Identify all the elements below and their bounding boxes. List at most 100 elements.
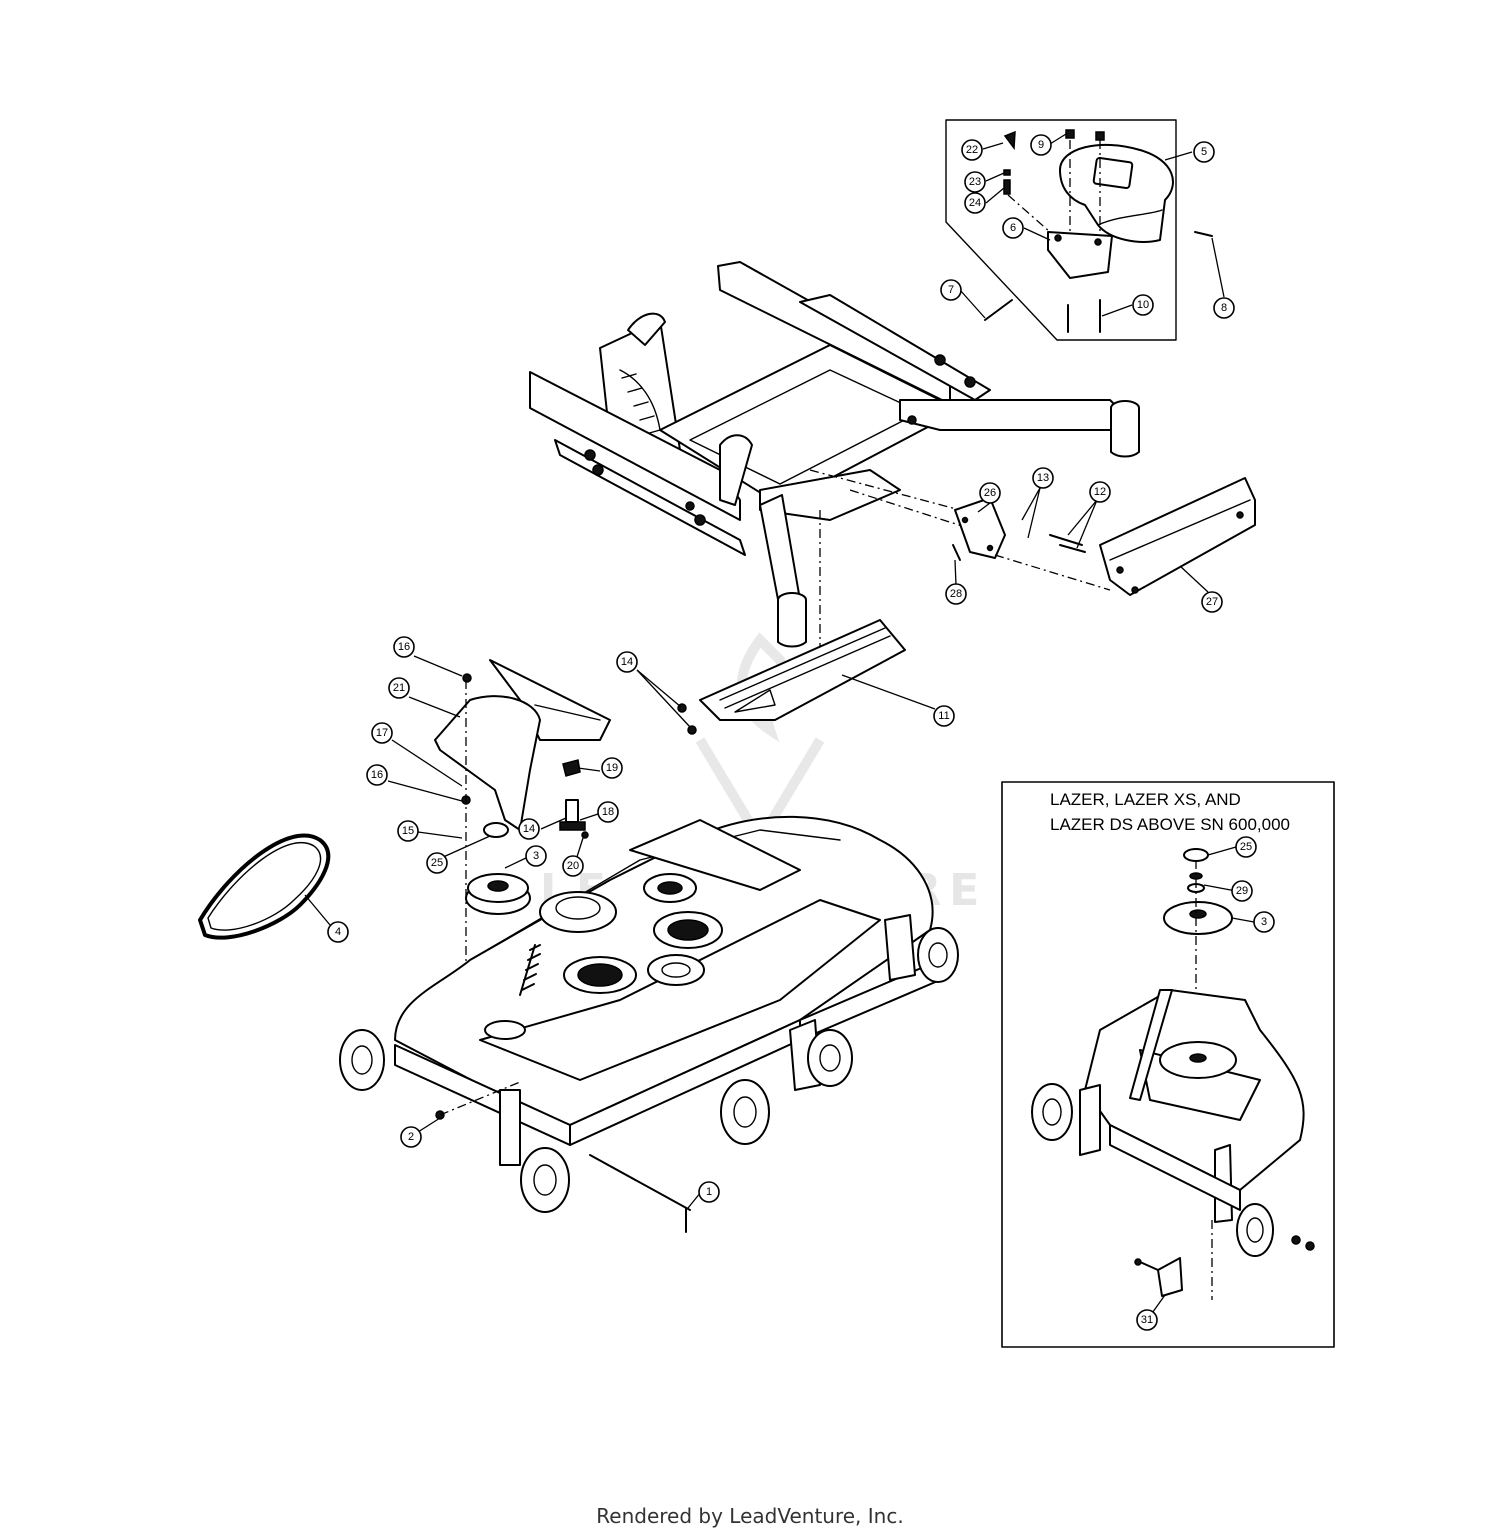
callout-18: 18: [597, 801, 619, 823]
mower-deck: [339, 815, 959, 1233]
callout-circle: [1089, 481, 1111, 503]
callout-23: 23: [964, 171, 986, 193]
callout-label: 14: [523, 823, 535, 835]
callout-circle: [371, 722, 393, 744]
callout-circle: [961, 139, 983, 161]
callout-circle: [1201, 591, 1223, 613]
callout-17: 17: [371, 722, 393, 744]
callout-label: 12: [1094, 486, 1106, 498]
callout-circle: [1193, 141, 1215, 163]
callout-15: 15: [397, 820, 419, 842]
callout-25: 25: [426, 852, 448, 874]
callout-label: 20: [567, 860, 579, 872]
callout-label: 23: [969, 176, 981, 188]
callout-13: 13: [1032, 467, 1054, 489]
callout-circle: [518, 818, 540, 840]
callout-5: 5: [1193, 141, 1215, 163]
callout-label: 9: [1038, 139, 1044, 151]
callout-4: 4: [327, 921, 349, 943]
callout-label: 28: [950, 588, 962, 600]
callout-circle: [601, 757, 623, 779]
callout-26: 26: [979, 482, 1001, 504]
callout-label: 21: [393, 682, 405, 694]
callout-label: 24: [969, 197, 981, 209]
callout-9: 9: [1030, 134, 1052, 156]
callout-25: 25: [1235, 836, 1257, 858]
callout-label: 16: [371, 769, 383, 781]
callout-6: 6: [1002, 217, 1024, 239]
callout-circle: [393, 636, 415, 658]
callout-label: 4: [335, 926, 341, 938]
callout-circle: [964, 192, 986, 214]
seat-bracket-inset: [945, 119, 1213, 341]
inset-caption-line1: LAZER, LAZER XS, AND: [1050, 790, 1241, 809]
footer-credit: Rendered by LeadVenture, Inc.: [596, 1504, 904, 1528]
callout-14: 14: [518, 818, 540, 840]
callout-circle: [1235, 836, 1257, 858]
idler-hardware: [483, 759, 589, 839]
callout-2: 2: [400, 1126, 422, 1148]
callout-circle: [1032, 467, 1054, 489]
callout-circle: [1231, 880, 1253, 902]
callout-29: 29: [1231, 880, 1253, 902]
callout-circle: [616, 651, 638, 673]
callout-label: 13: [1037, 472, 1049, 484]
callout-label: 18: [602, 806, 614, 818]
callout-circle: [525, 845, 547, 867]
callout-28: 28: [945, 583, 967, 605]
callout-label: 3: [533, 850, 539, 862]
baffle-part-11: [677, 619, 906, 735]
callout-circle: [933, 705, 955, 727]
callout-12: 12: [1089, 481, 1111, 503]
callout-circle: [597, 801, 619, 823]
callout-circle: [1136, 1309, 1158, 1331]
rear-shield-assembly: [952, 477, 1256, 596]
callout-label: 15: [402, 825, 414, 837]
callout-label: 11: [938, 710, 949, 722]
callout-16: 16: [366, 764, 388, 786]
callout-circle: [1132, 294, 1154, 316]
callout-label: 5: [1201, 146, 1207, 158]
callout-label: 2: [408, 1131, 414, 1143]
callout-circle: [397, 820, 419, 842]
exploded-parts-diagram: LEADVENTURE: [198, 119, 1335, 1348]
deck-pulleys: [465, 873, 723, 1040]
callout-circle: [1213, 297, 1235, 319]
callout-20: 20: [562, 855, 584, 877]
callout-label: 14: [621, 656, 633, 668]
callout-label: 31: [1141, 1314, 1153, 1326]
callout-10: 10: [1132, 294, 1154, 316]
callout-circle: [327, 921, 349, 943]
callout-circle: [562, 855, 584, 877]
callout-1: 1: [698, 1181, 720, 1203]
belt-cover-part-21: [434, 659, 611, 1060]
lazer-inset-box: LAZER, LAZER XS, AND LAZER DS ABOVE SN 6…: [1001, 781, 1335, 1348]
callout-label: 8: [1221, 302, 1227, 314]
callout-31: 31: [1136, 1309, 1158, 1331]
callout-circle: [366, 764, 388, 786]
callout-label: 10: [1137, 299, 1149, 311]
callout-label: 25: [431, 857, 443, 869]
callout-label: 16: [398, 641, 410, 653]
callout-11: 11: [933, 705, 955, 727]
callout-label: 19: [606, 762, 618, 774]
callout-circle: [940, 279, 962, 301]
callout-circle: [964, 171, 986, 193]
callout-label: 25: [1240, 841, 1252, 853]
callout-14: 14: [616, 651, 638, 673]
callout-circle: [1002, 217, 1024, 239]
callout-21: 21: [388, 677, 410, 699]
callout-circle: [388, 677, 410, 699]
callout-24: 24: [964, 192, 986, 214]
callout-label: 7: [948, 284, 954, 296]
callout-3: 3: [525, 845, 547, 867]
callout-label: 29: [1236, 885, 1248, 897]
callout-label: 22: [966, 144, 978, 156]
callout-circle: [945, 583, 967, 605]
callout-circle: [426, 852, 448, 874]
callout-circle: [979, 482, 1001, 504]
callout-label: 3: [1261, 916, 1267, 928]
mower-frame: [529, 261, 1140, 690]
